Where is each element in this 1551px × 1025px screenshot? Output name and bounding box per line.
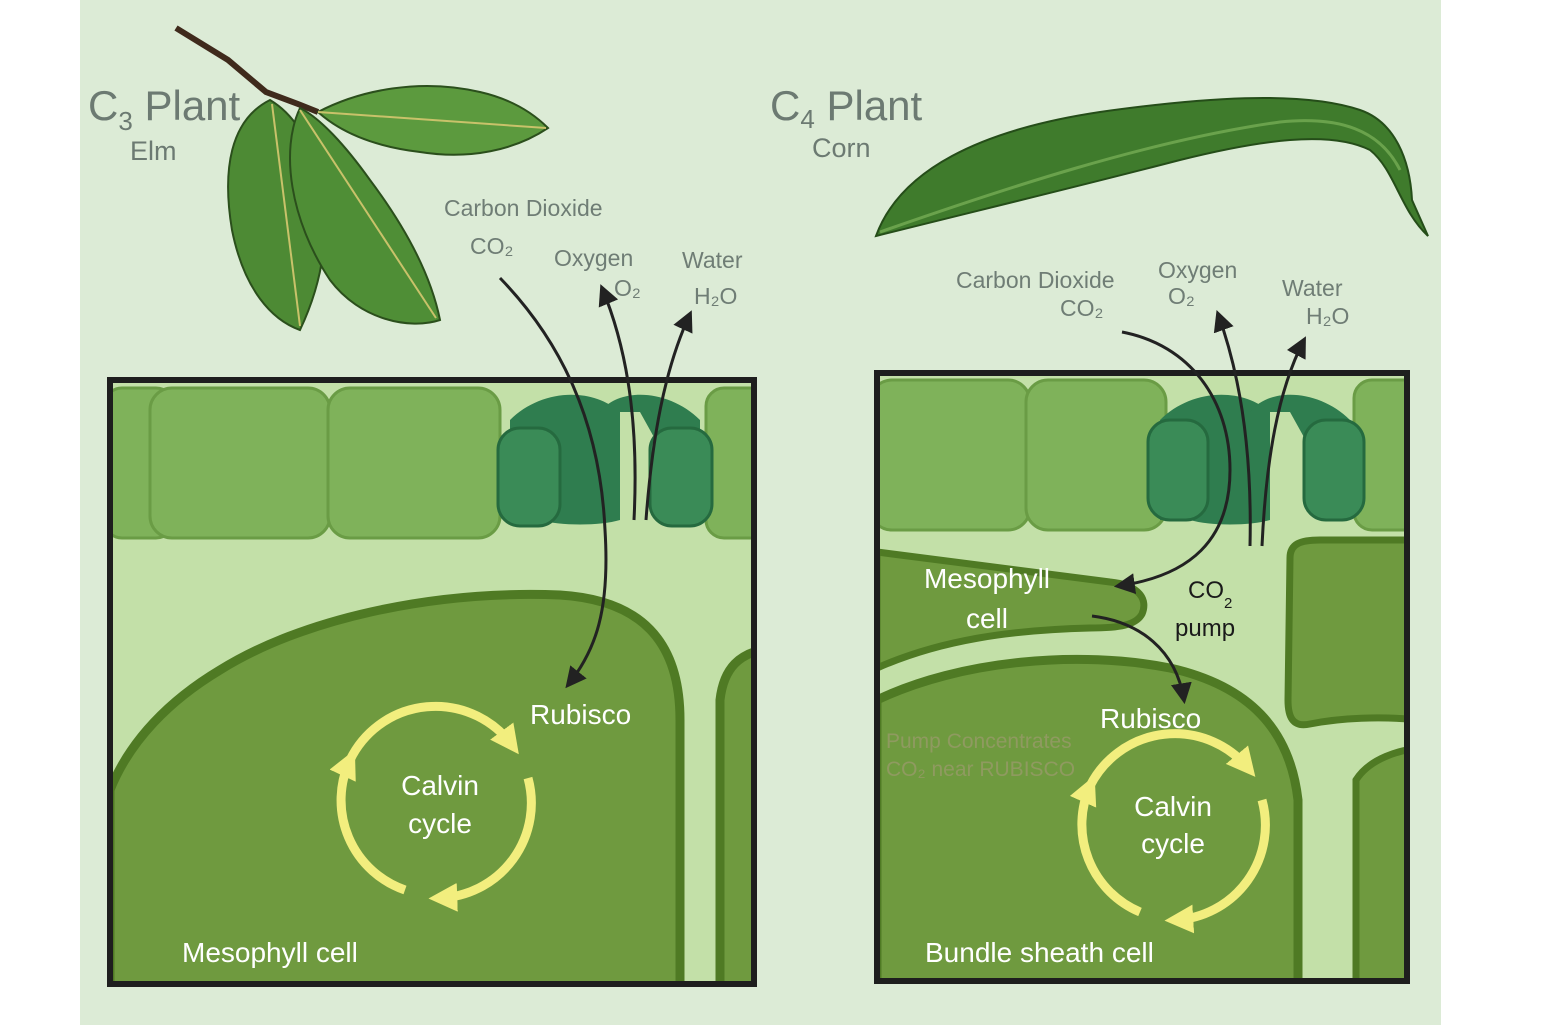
- c4-title: C4 Plant: [770, 82, 923, 134]
- c4-rubisco-label: Rubisco: [1100, 703, 1201, 734]
- c3-calvin-label-line2: cycle: [408, 808, 472, 839]
- c4-water-formula: H₂O: [1306, 303, 1349, 329]
- c3-title: C3 Plant: [88, 82, 241, 136]
- c4-water-arrow: [1260, 336, 1306, 547]
- c4-subtitle: Corn: [812, 133, 871, 163]
- c4-calvin-label-line2: cycle: [1141, 828, 1205, 859]
- c3-cross-section-frame: [107, 377, 757, 987]
- c4-co2-arrow: [1113, 330, 1232, 595]
- c4-pump-word: pump: [1175, 615, 1235, 642]
- c4-calvin-label-line1: Calvin: [1134, 791, 1212, 822]
- c4-cross-section-frame: [874, 370, 1410, 984]
- c4-pump-label: CO2: [1188, 577, 1232, 612]
- c4-note-line1: Pump Concentrates: [886, 730, 1072, 753]
- c4-calvin-cycle-arrows: [1069, 729, 1270, 934]
- c3-panel: C3 Plant Elm Carbon Dioxide CO₂ Oxygen O…: [88, 25, 757, 987]
- c3-water-formula: H₂O: [694, 283, 737, 309]
- c3-calvin-label-line1: Calvin: [401, 770, 479, 801]
- c3-co2-formula: CO₂: [470, 233, 513, 259]
- c3-cell-label: Mesophyll cell: [182, 937, 358, 968]
- c4-panel: C4 Plant Corn Carbon Dioxide CO₂ Oxygen …: [770, 82, 1429, 984]
- elm-leaf-image: [174, 25, 550, 332]
- c4-co2-name: Carbon Dioxide: [956, 267, 1115, 293]
- c3-o2-arrow: [598, 284, 637, 521]
- corn-leaf-image: [874, 97, 1429, 238]
- c4-o2-formula: O₂: [1168, 283, 1195, 309]
- c4-cell-label: Bundle sheath cell: [925, 937, 1154, 968]
- c3-o2-name: Oxygen: [554, 245, 633, 271]
- c4-mesophyll-label-line2: cell: [966, 603, 1008, 634]
- c3-o2-formula: O₂: [614, 275, 641, 301]
- c4-mesophyll-label-line1: Mesophyll: [924, 563, 1050, 594]
- c4-o2-name: Oxygen: [1158, 257, 1237, 283]
- c3-water-arrow: [644, 310, 693, 521]
- c4-co2-formula: CO₂: [1060, 295, 1103, 321]
- c4-water-name: Water: [1282, 275, 1343, 301]
- c3-calvin-cycle-arrows: [329, 701, 536, 912]
- c3-co2-name: Carbon Dioxide: [444, 195, 603, 221]
- c4-note-line2: CO₂ near RUBISCO: [886, 758, 1075, 781]
- c4-pump-arrow: [1091, 614, 1192, 705]
- c3-subtitle: Elm: [130, 136, 177, 166]
- c4-o2-arrow: [1213, 310, 1252, 547]
- c3-rubisco-label: Rubisco: [530, 699, 631, 730]
- c3-water-name: Water: [682, 247, 743, 273]
- c3-co2-arrow: [498, 276, 608, 689]
